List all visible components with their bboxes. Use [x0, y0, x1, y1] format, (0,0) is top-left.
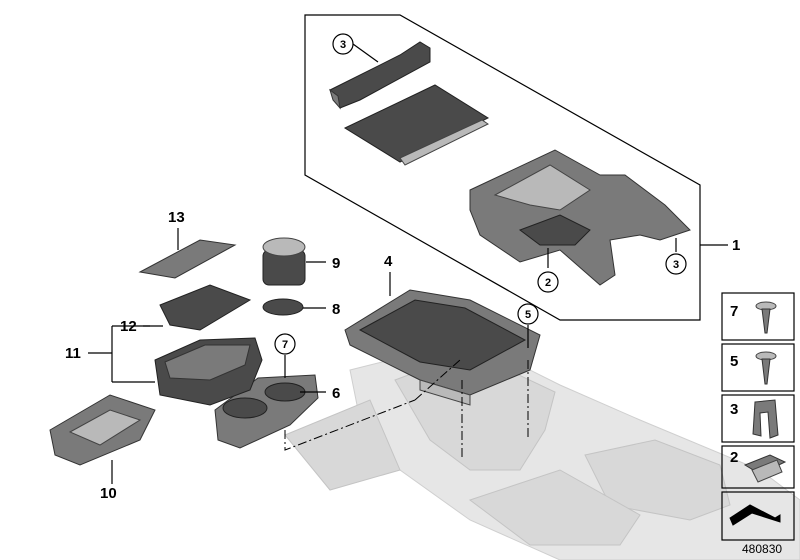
svg-text:2: 2 — [545, 277, 551, 289]
svg-text:3: 3 — [730, 401, 738, 418]
legend-item-bracket — [721, 491, 795, 541]
svg-text:5: 5 — [730, 353, 738, 370]
legend-item-2: 2 — [721, 445, 795, 489]
part-insert-panel — [138, 239, 237, 279]
leader-lines — [88, 43, 728, 484]
svg-text:7: 7 — [282, 339, 288, 351]
part-seal-ring — [262, 298, 304, 316]
callout-4: 4 — [384, 253, 393, 270]
spring-clip-icon — [752, 399, 779, 439]
part-storage-tray — [344, 289, 541, 406]
group-outline-trim — [304, 14, 701, 321]
part-cover-panel — [343, 84, 490, 166]
screw-icon — [755, 301, 777, 334]
bracket-profile-icon — [729, 504, 781, 526]
callout-3-top: 3 — [332, 33, 354, 55]
part-center-trim-frame — [469, 149, 691, 286]
callout-1: 1 — [732, 237, 740, 254]
callout-13: 13 — [168, 209, 185, 226]
clip-nut-icon — [743, 454, 787, 483]
legend-item-5: 5 — [721, 343, 795, 392]
part-rubber-mat — [159, 284, 252, 331]
legend-item-3: 3 — [721, 394, 795, 443]
svg-text:3: 3 — [673, 259, 679, 271]
alignment-lines — [284, 359, 529, 460]
center-console-ghost — [284, 339, 800, 560]
screw-icon — [755, 351, 777, 385]
legend-item-7: 7 — [721, 292, 795, 341]
svg-text:3: 3 — [340, 39, 346, 51]
callout-7: 7 — [274, 333, 296, 355]
part-mounting-frame — [49, 394, 156, 466]
callout-12: 12 — [120, 318, 137, 335]
legend-panel: 7 5 3 2 — [721, 292, 795, 541]
callout-8: 8 — [332, 301, 340, 318]
callout-5: 5 — [517, 303, 539, 325]
svg-text:7: 7 — [730, 303, 738, 320]
svg-text:2: 2 — [730, 449, 738, 466]
callout-2: 2 — [537, 271, 559, 293]
callout-9: 9 — [332, 255, 340, 272]
part-storage-box — [154, 337, 263, 406]
part-trim-strip — [329, 41, 431, 110]
diagram-number: 480830 — [742, 542, 782, 556]
callout-3-bottom: 3 — [665, 253, 687, 275]
callout-11: 11 — [65, 345, 81, 362]
part-ashtray — [262, 237, 306, 286]
callout-6: 6 — [332, 385, 340, 402]
callout-10: 10 — [100, 485, 117, 502]
svg-text:5: 5 — [525, 309, 531, 321]
